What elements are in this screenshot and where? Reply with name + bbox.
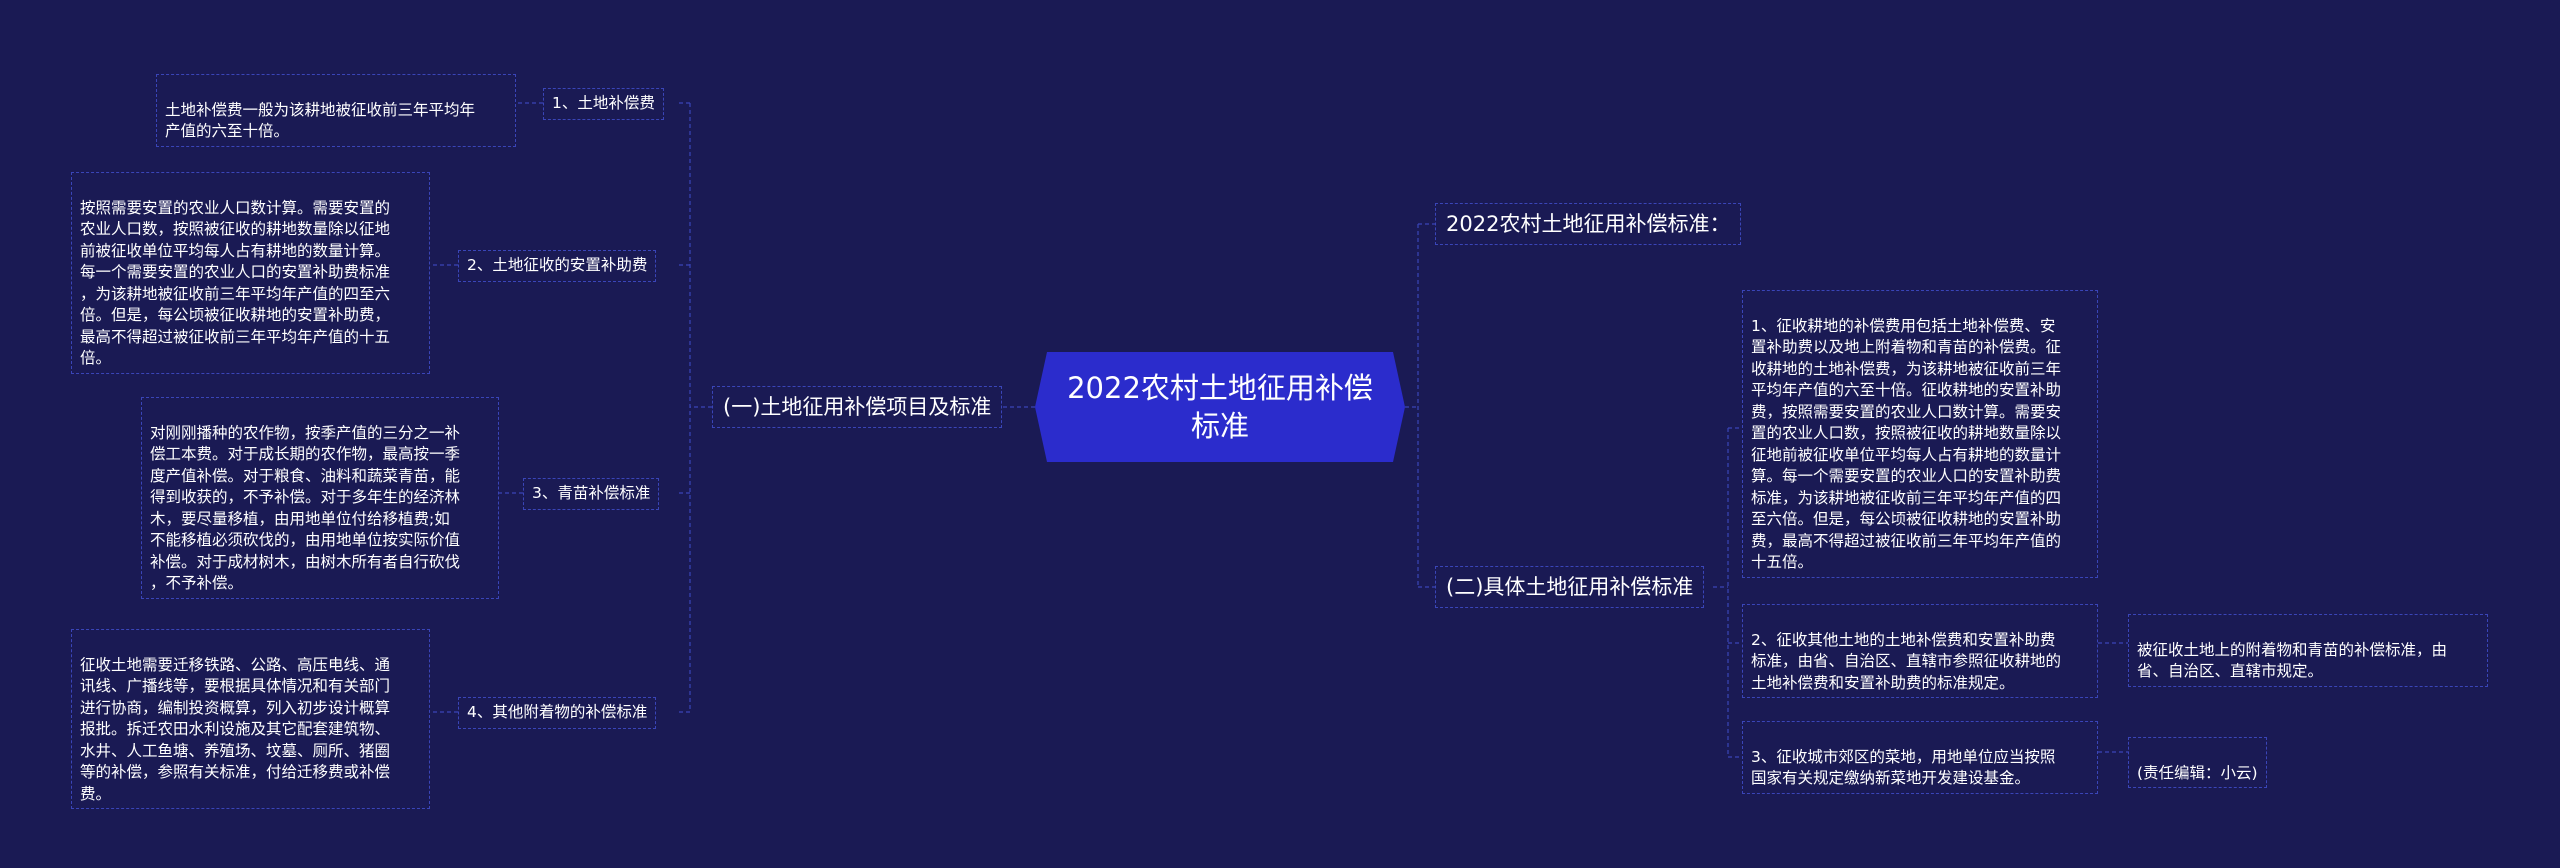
right-branch-2-label: (二)具体土地征用补偿标准 — [1446, 575, 1694, 599]
left-item-3-detail[interactable]: 对刚刚播种的农作物，按季产值的三分之一补 偿工本费。对于成长期的农作物，最高按一… — [141, 397, 499, 599]
right-item-1[interactable]: 1、征收耕地的补偿费用包括土地补偿费、安 置补助费以及地上附着物和青苗的补偿费。… — [1742, 290, 2098, 578]
right-item-2[interactable]: 2、征收其他土地的土地补偿费和安置补助费 标准，由省、自治区、直辖市参照征收耕地… — [1742, 604, 2098, 698]
root-topic[interactable]: 2022农村土地征用补偿标准 — [1035, 352, 1405, 462]
left-item-2-detail[interactable]: 按照需要安置的农业人口数计算。需要安置的 农业人口数，按照被征收的耕地数量除以征… — [71, 172, 430, 374]
right-branch-1-label: 2022农村土地征用补偿标准： — [1446, 212, 1731, 236]
right-branch-2-topic[interactable]: (二)具体土地征用补偿标准 — [1435, 566, 1705, 608]
left-branch-label: (一)土地征用补偿项目及标准 — [723, 395, 992, 419]
left-item-1-label[interactable]: 1、土地补偿费 — [543, 88, 664, 120]
left-item-4-label[interactable]: 4、其他附着物的补偿标准 — [458, 697, 657, 729]
right-item-3-note[interactable]: (责任编辑：小云) — [2128, 737, 2267, 788]
left-item-1-detail[interactable]: 土地补偿费一般为该耕地被征收前三年平均年 产值的六至十倍。 — [156, 74, 516, 147]
left-item-3-label[interactable]: 3、青苗补偿标准 — [523, 478, 660, 510]
right-item-3[interactable]: 3、征收城市郊区的菜地，用地单位应当按照 国家有关规定缴纳新菜地开发建设基金。 — [1742, 721, 2098, 794]
left-branch-topic[interactable]: (一)土地征用补偿项目及标准 — [712, 386, 1003, 428]
right-branch-1-topic[interactable]: 2022农村土地征用补偿标准： — [1435, 203, 1742, 245]
right-item-2-note[interactable]: 被征收土地上的附着物和青苗的补偿标准，由 省、自治区、直辖市规定。 — [2128, 614, 2488, 687]
left-item-2-label[interactable]: 2、土地征收的安置补助费 — [458, 250, 657, 282]
left-item-4-detail[interactable]: 征收土地需要迁移铁路、公路、高压电线、通 讯线、广播线等，要根据具体情况和有关部… — [71, 629, 430, 809]
root-title: 2022农村土地征用补偿标准 — [1067, 371, 1373, 443]
